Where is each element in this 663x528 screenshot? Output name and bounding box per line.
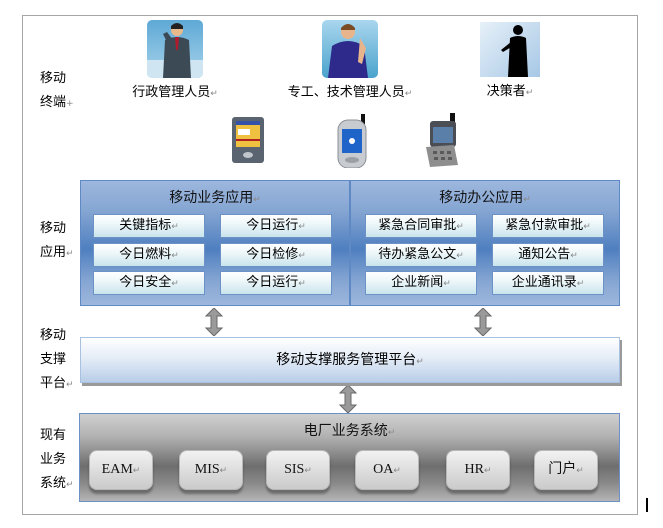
app-pending-urgent-documents[interactable]: 待办紧急公文↵ [365, 243, 477, 267]
app-today-fuel[interactable]: 今日燃料↵ [93, 243, 205, 267]
system-mis[interactable]: MIS↵ [179, 450, 243, 490]
user-caption: 专工、技术管理人员↵ [287, 85, 413, 100]
flip-phone-icon [426, 113, 460, 171]
plant-systems-panel: 电厂业务系统↵ EAM↵ MIS↵ SIS↵ OA↵ HR↵ 门户↵ [79, 413, 620, 502]
text-cursor [646, 498, 648, 512]
app-urgent-contract-approval[interactable]: 紧急合同审批↵ [365, 214, 477, 238]
business-apps-title: 移动业务应用↵ [169, 190, 261, 206]
user-admin: 行政管理人员↵ [120, 20, 230, 100]
app-today-operation[interactable]: 今日运行↵ [220, 214, 332, 238]
double-arrow-icon [205, 308, 223, 336]
label-line: 移动 [40, 328, 67, 343]
technician-phone-icon [322, 20, 378, 78]
label-line: 应用↵ [40, 245, 74, 260]
user-technician: 专工、技术管理人员↵ [280, 20, 420, 100]
businessman-phone-icon [147, 20, 203, 78]
label-line: 支撑 [40, 352, 67, 367]
system-portal[interactable]: 门户↵ [534, 450, 598, 490]
layer-label-existing: 现有 业务 系统↵ [40, 424, 80, 497]
double-arrow-icon [339, 385, 357, 413]
mobile-application-panel: 移动业务应用↵ 移动办公应用↵ 关键指标↵ 今日运行↵ 今日燃料↵ 今日检修↵ … [80, 180, 620, 306]
layer-label-terminal: 移动 终端+ [40, 67, 80, 116]
app-urgent-payment-approval[interactable]: 紧急付款审批↵ [492, 214, 604, 238]
app-notices[interactable]: 通知公告↵ [492, 243, 604, 267]
label-line: 移动 [40, 71, 67, 86]
label-line: 业务 [40, 452, 67, 467]
label-line: 现有 [40, 428, 67, 443]
plant-systems-title: 电厂业务系统↵ [303, 423, 396, 439]
label-line: 终端+ [40, 95, 74, 110]
app-company-directory[interactable]: 企业通讯录↵ [492, 271, 604, 295]
executive-silhouette-icon [480, 22, 540, 77]
office-apps-title: 移动办公应用↵ [439, 190, 531, 206]
user-caption: 决策者↵ [486, 84, 534, 99]
panel-divider [349, 181, 351, 305]
pda-icon [232, 117, 264, 167]
system-hr[interactable]: HR↵ [446, 450, 510, 490]
label-line: 移动 [40, 221, 67, 236]
smartphone-icon [337, 114, 369, 172]
app-today-maintenance[interactable]: 今日检修↵ [220, 243, 332, 267]
diagram-frame [22, 15, 638, 515]
label-line: 平台↵ [40, 376, 74, 391]
app-key-indicators[interactable]: 关键指标↵ [93, 214, 205, 238]
app-company-news[interactable]: 企业新闻↵ [365, 271, 477, 295]
system-eam[interactable]: EAM↵ [89, 450, 153, 490]
double-arrow-icon [474, 308, 492, 336]
label-line: 系统↵ [40, 476, 74, 491]
app-today-operation-2[interactable]: 今日运行↵ [220, 271, 332, 295]
layer-label-support: 移动 支撑 平台↵ [40, 324, 80, 397]
support-platform-bar: 移动支撑服务管理平台↵ [80, 337, 620, 383]
user-executive: 决策者↵ [470, 22, 550, 99]
layer-label-application: 移动 应用↵ [40, 217, 80, 266]
app-today-safety[interactable]: 今日安全↵ [93, 271, 205, 295]
system-sis[interactable]: SIS↵ [266, 450, 330, 490]
system-oa[interactable]: OA↵ [355, 450, 419, 490]
user-caption: 行政管理人员↵ [132, 85, 218, 100]
